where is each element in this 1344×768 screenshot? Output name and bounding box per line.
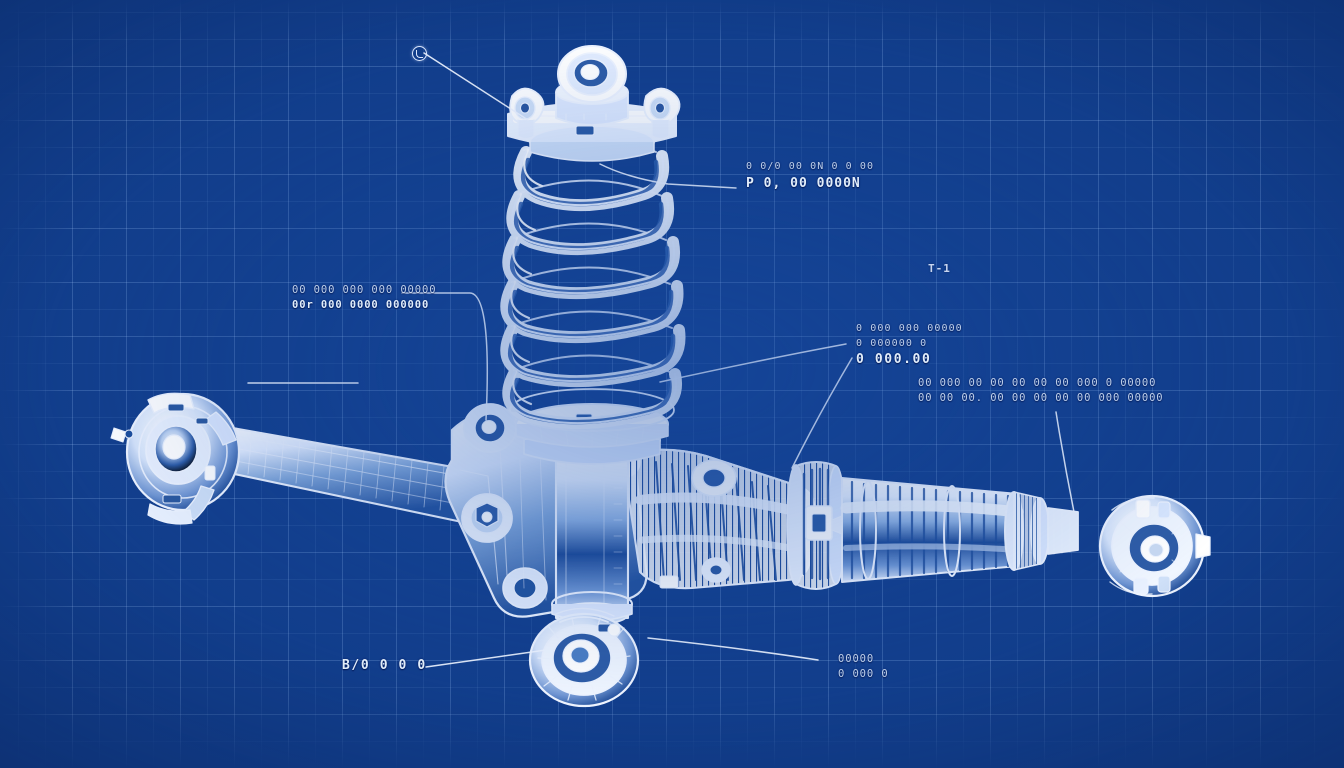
callout-right-lower-line2: 00 00 00. 00 00 00 00 00 000 00000: [918, 392, 1164, 405]
callout-bottom-left-text: B/0 0 0 0: [342, 658, 427, 673]
callout-bottom-right-line1: 00000: [838, 653, 875, 665]
callout-right-upper-line3: 0 000.00: [856, 352, 932, 367]
lower-ball-joint: [528, 607, 640, 708]
leader-right-upper: [791, 357, 853, 469]
splined-boot-shaft-right: [786, 461, 1079, 590]
index-bubble-callout[interactable]: [412, 46, 427, 61]
center-reference-tag: T-1: [928, 262, 951, 275]
damper-body: [551, 438, 633, 626]
callout-bottom-right: 00000 0 000 0: [838, 652, 889, 682]
callout-right-upper-line1: 0 000 000 00000: [856, 323, 963, 334]
callout-left-arm-line1: 00 000 000 000 00000: [292, 284, 437, 296]
callout-left-arm-line2: 00r 000 0000 000000: [292, 299, 430, 312]
callout-spring-upper-line1: 0 0/0 00 0N 0 0 00: [746, 161, 875, 172]
inner-bushing-flange-left: [110, 392, 241, 525]
leader-spring-lower: [659, 343, 847, 383]
control-arm-shaft: [204, 422, 472, 524]
leader-bottom-right: [647, 637, 819, 661]
callout-bottom-right-line2: 0 000 0: [838, 668, 889, 681]
callout-right-lower: 00 000 00 00 00 00 00 000 0 00000 00 00 …: [918, 376, 1164, 406]
callout-spring-upper: 0 0/0 00 0N 0 0 00 P 0, 00 0000N: [746, 160, 874, 193]
callout-spring-upper-line2: P 0, 00 0000N: [746, 175, 861, 191]
outer-joint-hub-right: [1098, 494, 1211, 598]
leader-right-lower: [1055, 411, 1075, 513]
callout-left-arm: 00 000 000 000 00000 00r 000 0000 000000: [292, 283, 436, 313]
callout-right-lower-line1: 00 000 00 00 00 00 00 000 0 00000: [918, 377, 1157, 389]
coil-spring: [500, 136, 686, 430]
upper-strut-mount-bearing: [507, 45, 681, 162]
callout-bottom-left: B/0 0 0 0: [342, 657, 427, 676]
knuckle-arm-right: [624, 448, 816, 590]
callout-right-upper-line2: 0 000000 0: [856, 337, 928, 349]
leader-bottom-left: [425, 649, 547, 668]
callout-right-upper: 0 000 000 00000 0 000000 0 0 000.00: [856, 322, 963, 370]
leader-bubble-top-mount: [423, 52, 529, 121]
